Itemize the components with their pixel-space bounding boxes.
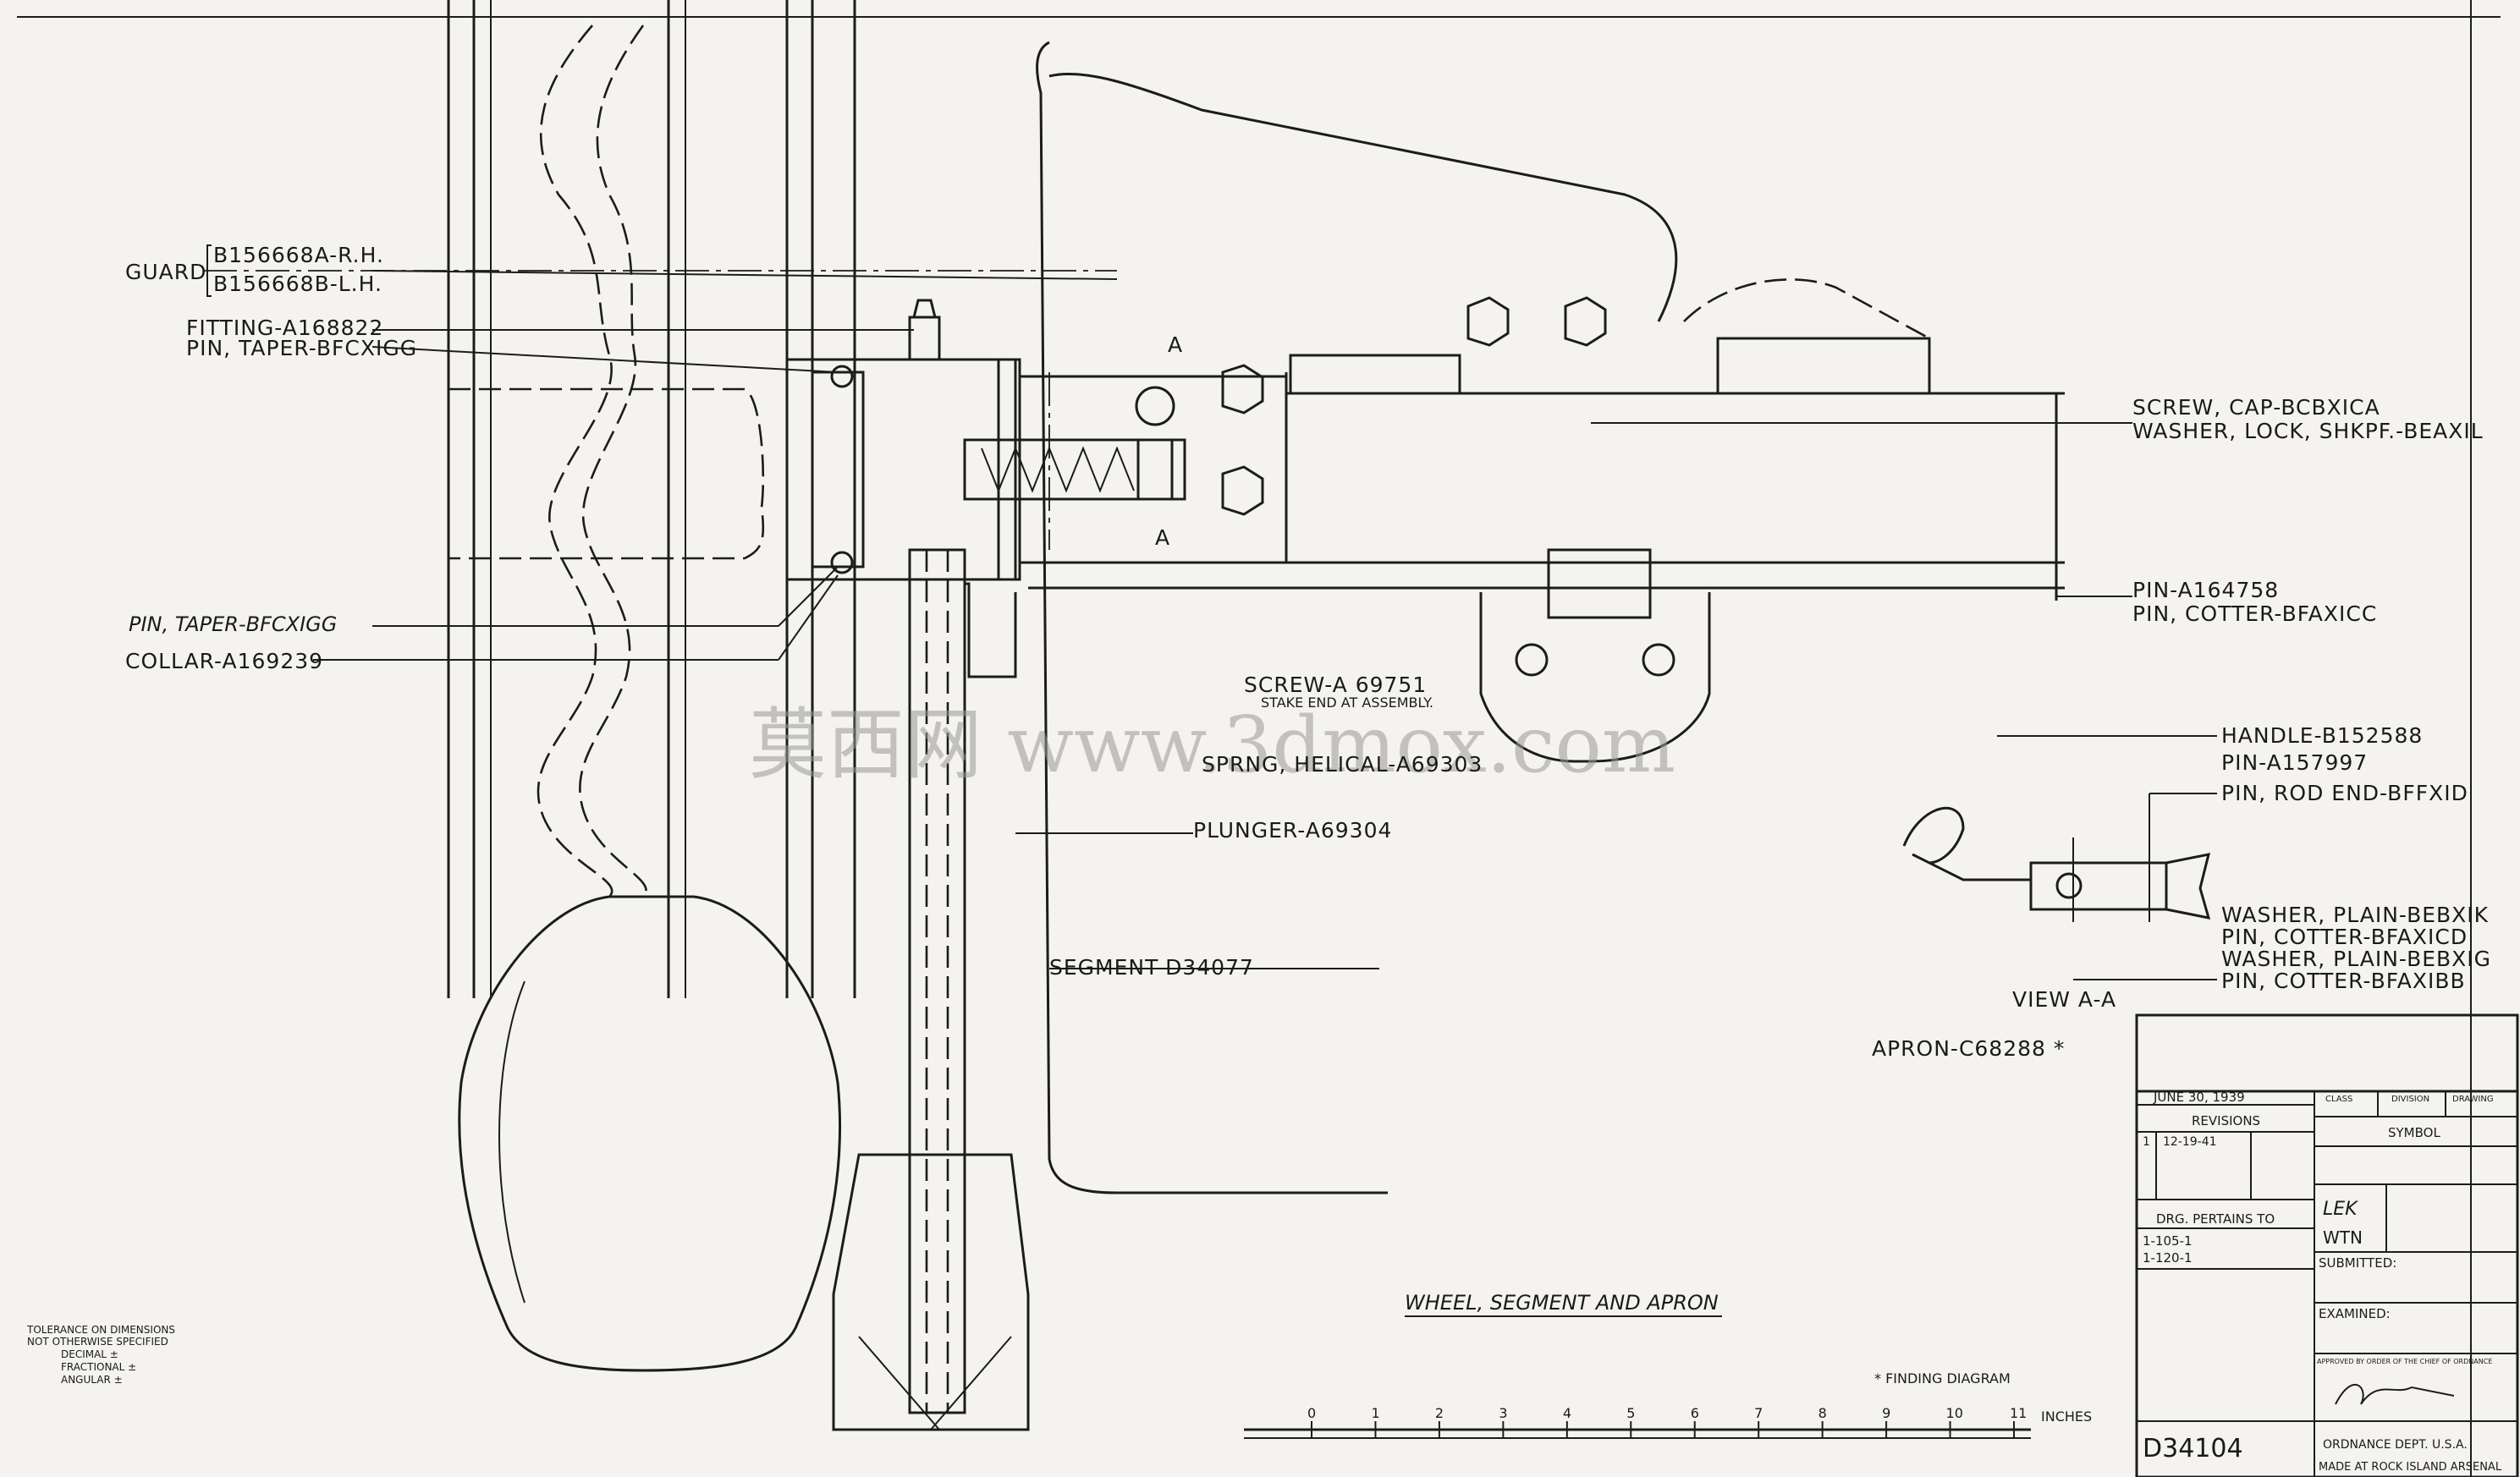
tb-submitted: SUBMITTED: <box>2319 1255 2396 1271</box>
label-fitting: FITTING-A168822 <box>186 316 383 340</box>
approval-signature <box>2335 1383 2455 1405</box>
label-guard: GUARD <box>125 260 206 284</box>
label-spring: SPRNG, HELICAL-A69303 <box>1202 752 1483 777</box>
label-screw-cap: SCREW, CAP-BCBXICA <box>2132 395 2380 420</box>
main-bar <box>1020 372 2073 601</box>
label-pin-rod-end: PIN, ROD END-BFFXID <box>2221 781 2468 805</box>
label-stake-end: STAKE END AT ASSEMBLY. <box>1261 695 1433 711</box>
label-washer-plain-g: WASHER, PLAIN-BEBXIG <box>2221 947 2491 971</box>
svg-text:FRACTIONAL ±: FRACTIONAL ± <box>61 1361 136 1373</box>
guard-profile <box>536 25 613 898</box>
tb-pertains-1: 1-105-1 <box>2143 1233 2193 1249</box>
scale-tick-label: 8 <box>1818 1405 1827 1421</box>
tb-drawing: DRAWING <box>2452 1095 2494 1104</box>
label-section-a-bottom: A <box>1155 525 1170 550</box>
scale-tick-label: 7 <box>1754 1405 1763 1421</box>
scale-tick-label: 10 <box>1946 1405 1963 1421</box>
scale-tick-label: 0 <box>1307 1405 1316 1421</box>
scale-tick-label: 9 <box>1882 1405 1890 1421</box>
label-guard-lh: B156668B-L.H. <box>213 272 382 296</box>
scale-tick-label: 6 <box>1691 1405 1699 1421</box>
label-guard-rh: B156668A-R.H. <box>213 243 384 267</box>
tb-checker: WTN <box>2323 1227 2363 1248</box>
apron-plate <box>1036 41 1388 1194</box>
label-handle: HANDLE-B152588 <box>2221 723 2423 748</box>
svg-text:NOT OTHERWISE SPECIFIED: NOT OTHERWISE SPECIFIED <box>27 1336 168 1348</box>
segment-bar <box>908 548 1017 1414</box>
callout-labels: GUARD B156668A-R.H. B156668B-L.H. FITTIN… <box>125 243 2491 1386</box>
scale-tick-label: 5 <box>1626 1405 1635 1421</box>
tb-made-at: MADE AT ROCK ISLAND ARSENAL <box>2319 1461 2502 1474</box>
label-pin-cotter-bb: PIN, COTTER-BFAXIBB <box>2221 969 2466 993</box>
scale-tick-label: 4 <box>1563 1405 1571 1421</box>
label-washer-lock: WASHER, LOCK, SHKPF.-BEAXIL <box>2132 419 2484 443</box>
title-block: JUNE 30, 1939 REVISIONS 1 12-19-41 DRG. … <box>2135 1013 2519 1477</box>
tb-revisions: REVISIONS <box>2192 1113 2260 1128</box>
label-pin-a164758: PIN-A164758 <box>2132 578 2279 602</box>
label-apron: APRON-C68288 * <box>1872 1036 2065 1061</box>
label-pin-cotter-cd: PIN, COTTER-BFAXICD <box>2221 925 2468 949</box>
tb-rev-no: 1 <box>2143 1135 2150 1149</box>
tb-symbol: SYMBOL <box>2388 1125 2440 1140</box>
tb-approved: APPROVED BY ORDER OF THE CHIEF OF ORDNAN… <box>2317 1358 2492 1365</box>
tb-division: DIVISION <box>2391 1095 2429 1104</box>
svg-text:DECIMAL ±: DECIMAL ± <box>61 1348 118 1360</box>
label-pin-taper-2: PIN, TAPER-BFCXIGG <box>129 612 337 636</box>
center-lines <box>203 270 1117 550</box>
tb-pertains: DRG. PERTAINS TO <box>2156 1211 2275 1227</box>
tolerance-note: TOLERANCE ON DIMENSIONS NOT OTHERWISE SP… <box>26 1324 175 1386</box>
plunger-spring <box>963 386 1186 501</box>
label-view-aa: VIEW A-A <box>2012 987 2116 1012</box>
tb-draftsman: LEK <box>2323 1199 2358 1220</box>
label-plunger: PLUNGER-A69304 <box>1193 818 1392 843</box>
hinge-bracket <box>1479 548 1711 763</box>
scale-tick-label: 2 <box>1435 1405 1444 1421</box>
drawing-title: WHEEL, SEGMENT AND APRON <box>1405 1291 1719 1315</box>
label-pin-taper-1: PIN, TAPER-BFCXIGG <box>186 336 417 360</box>
leader-lines <box>313 270 2217 980</box>
label-segment: SEGMENT-D34077 <box>1049 955 1254 980</box>
segment-cone <box>832 1153 1030 1431</box>
sheet-frame <box>17 0 2501 1477</box>
grease-fitting <box>908 299 941 361</box>
label-washer-plain-k: WASHER, PLAIN-BEBXIK <box>2221 903 2489 927</box>
wheel-outline <box>458 895 842 1372</box>
guard-rails <box>447 0 856 998</box>
scale-tick-label: 1 <box>1371 1405 1379 1421</box>
scale-bar: 0 1 2 3 4 5 6 7 8 9 10 11 INCHES <box>1244 1405 2092 1439</box>
scale-tick-label: 3 <box>1499 1405 1507 1421</box>
svg-text:TOLERANCE ON DIMENSIONS: TOLERANCE ON DIMENSIONS <box>26 1324 175 1336</box>
tb-date: JUNE 30, 1939 <box>2153 1090 2245 1105</box>
tb-pertains-2: 1-120-1 <box>2143 1250 2193 1266</box>
hex-nuts <box>1221 296 1607 516</box>
hub-housing <box>448 358 1021 581</box>
tb-drawing-number: D34104 <box>2143 1434 2243 1463</box>
label-pin-a157997: PIN-A157997 <box>2221 750 2368 775</box>
tb-rev-date: 12-19-41 <box>2163 1135 2217 1149</box>
tb-class: CLASS <box>2325 1095 2352 1104</box>
tb-ord-dept: ORDNANCE DEPT. U.S.A. <box>2323 1438 2468 1452</box>
svg-text:ANGULAR ±: ANGULAR ± <box>61 1374 123 1386</box>
scale-tick-label: 11 <box>2010 1405 2027 1421</box>
tb-examined: EXAMINED: <box>2319 1306 2391 1321</box>
label-section-a-top: A <box>1168 332 1183 357</box>
label-screw-a69751: SCREW-A 69751 <box>1244 673 1427 697</box>
scale-unit: INCHES <box>2041 1408 2092 1425</box>
label-finding: * FINDING DIAGRAM <box>1874 1370 2011 1386</box>
label-pin-cotter-cc: PIN, COTTER-BFAXICC <box>2132 601 2377 626</box>
watermark: 莫西网 www.3dmox.com <box>749 700 1675 790</box>
view-aa-detail <box>1902 806 2211 922</box>
label-collar: COLLAR-A169239 <box>125 649 323 673</box>
